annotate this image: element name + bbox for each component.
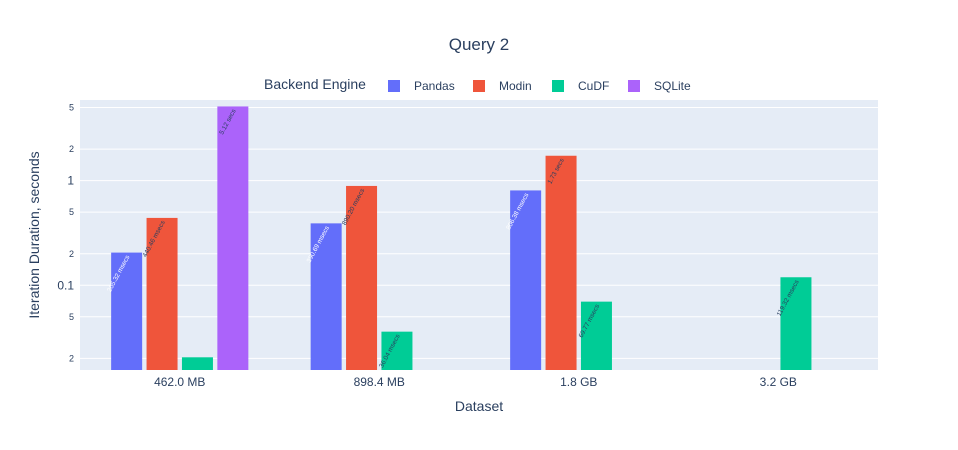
legend: Backend Engine Pandas Modin CuDF SQLite xyxy=(264,76,691,93)
x-tick-label: 462.0 MB xyxy=(154,375,205,389)
x-tick-label: 898.4 MB xyxy=(354,375,405,389)
y-tick-label: 2 xyxy=(69,144,74,154)
legend-item-modin: Modin xyxy=(499,79,532,93)
bar-modin xyxy=(146,217,178,370)
grid-lines xyxy=(80,107,878,359)
bar-cudf xyxy=(181,357,213,370)
bar-cudf xyxy=(580,301,612,370)
y-tick-label: 5 xyxy=(69,207,74,217)
bar-modin xyxy=(545,155,577,370)
y-tick-labels: 2 5 0.1 2 5 1 2 5 xyxy=(57,103,74,364)
chart-title: Query 2 xyxy=(449,35,509,54)
y-tick-label: 2 xyxy=(69,249,74,259)
bar-sqlite xyxy=(217,106,249,371)
legend-item-sqlite: SQLite xyxy=(654,79,691,93)
legend-title: Backend Engine xyxy=(264,76,366,92)
x-tick-labels: 462.0 MB 898.4 MB 1.8 GB 3.2 GB xyxy=(154,375,797,389)
y-tick-label: 1 xyxy=(67,174,74,188)
y-tick-label: 0.1 xyxy=(57,278,74,292)
legend-swatch xyxy=(628,80,640,92)
legend-item-pandas: Pandas xyxy=(414,79,455,93)
bar-pandas xyxy=(510,190,542,370)
x-tick-label: 1.8 GB xyxy=(560,375,597,389)
bar-cudf xyxy=(381,331,413,370)
y-axis-title: Iteration Duration, seconds xyxy=(26,151,42,318)
y-tick-label: 2 xyxy=(69,353,74,363)
legend-swatch xyxy=(473,80,485,92)
legend-item-cudf: CuDF xyxy=(578,79,609,93)
x-tick-label: 3.2 GB xyxy=(760,375,797,389)
bars xyxy=(111,106,812,371)
x-axis-title: Dataset xyxy=(455,398,503,414)
legend-swatch xyxy=(552,80,564,92)
bar-pandas xyxy=(310,223,342,370)
bar-modin xyxy=(346,185,378,370)
y-tick-label: 5 xyxy=(69,103,74,113)
plot-area xyxy=(80,100,878,370)
bar-cudf xyxy=(780,277,812,370)
y-tick-label: 5 xyxy=(69,312,74,322)
legend-swatch xyxy=(388,80,400,92)
bar-pandas xyxy=(111,252,143,370)
